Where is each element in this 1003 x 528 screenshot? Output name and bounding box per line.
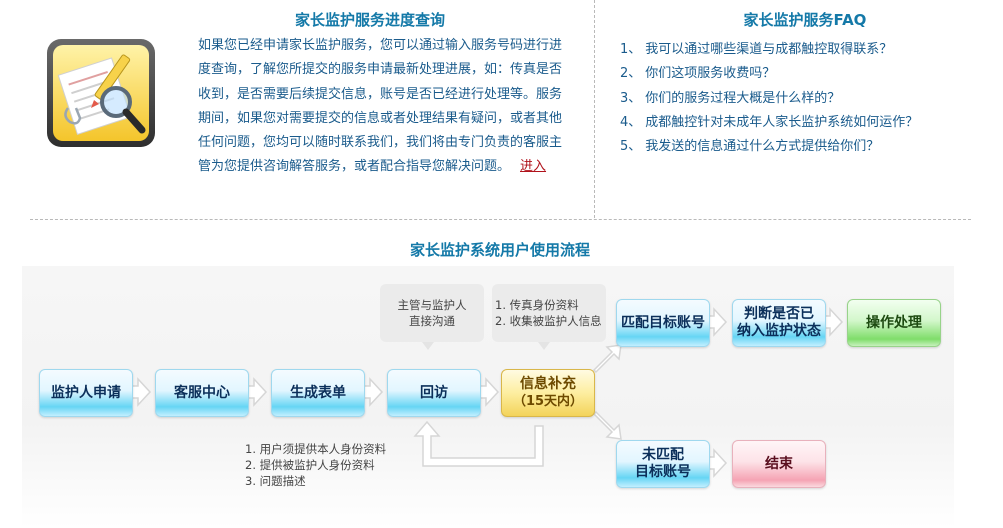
step-match-account-label: 匹配目标账号 <box>621 314 705 331</box>
arrow-icon <box>479 377 500 407</box>
step-end[interactable]: 结束 <box>732 440 826 488</box>
step-generate-form[interactable]: 生成表单 <box>271 369 365 417</box>
step-judge-status-label: 判断是否已 <box>744 306 814 322</box>
communicate-note-line: 直接沟通 <box>409 314 455 328</box>
step-apply-label: 监护人申请 <box>51 384 121 401</box>
faq-item-text: 我可以通过哪些渠道与成都触控取得联系？ <box>645 42 893 57</box>
step-match-account[interactable]: 匹配目标账号 <box>616 299 710 347</box>
step-generate-form-label: 生成表单 <box>290 384 346 401</box>
fax-note-item: 1. 传真身份资料 <box>495 298 579 312</box>
step-end-label: 结束 <box>765 455 793 472</box>
requirements-note: 1. 用户须提供本人身份资料 2. 提供被监护人身份资料 3. 问题描述 <box>245 441 386 489</box>
fax-note-item: 2. 收集被监护人信息 <box>495 314 602 328</box>
step-operate-label: 操作处理 <box>866 314 922 331</box>
faq-item[interactable]: 1、我可以通过哪些渠道与成都触控取得联系？ <box>620 38 918 62</box>
requirements-note-item: 1. 用户须提供本人身份资料 <box>245 442 387 456</box>
step-no-match-label: 未匹配 <box>642 447 684 463</box>
step-no-match-label: 目标账号 <box>635 464 691 480</box>
communicate-note: 主管与监护人直接沟通 <box>380 284 484 342</box>
arrow-icon <box>592 344 622 374</box>
top-section: 家长监护服务进度查询 如果您已经申请家长监护服务，您可以通过输入服务号码进行进度… <box>0 0 1003 222</box>
step-supplement-label: 信息补充 <box>520 376 576 392</box>
faq-item-text: 你们这项服务收费吗？ <box>645 66 776 82</box>
step-no-match[interactable]: 未匹配目标账号 <box>616 440 710 488</box>
arrow-icon <box>823 307 844 337</box>
flow-title: 家长监护系统用户使用流程 <box>409 241 590 259</box>
arrow-icon <box>592 410 622 440</box>
step-judge-status[interactable]: 判断是否已纳入监护状态 <box>732 299 826 347</box>
faq-list: 1、我可以通过哪些渠道与成都触控取得联系？ 2、你们这项服务收费吗？ 3、你们的… <box>620 38 918 159</box>
flow-diagram: 主管与监护人直接沟通 1. 传真身份资料 2. 收集被监护人信息 监护人申请 客… <box>22 266 954 528</box>
faq-item-text: 你们的服务过程大概是什么样的？ <box>645 90 841 106</box>
step-visit-label: 回访 <box>420 384 448 401</box>
faq-title: 家长监护服务FAQ <box>743 11 867 29</box>
faq-panel: 家长监护服务FAQ 1、我可以通过哪些渠道与成都触控取得联系？ 2、你们这项服务… <box>600 0 1003 220</box>
step-supplement[interactable]: 信息补充 （15天内） <box>501 369 595 417</box>
faq-item-text: 我发送的信息通过什么方式提供给你们？ <box>645 139 880 155</box>
callout-pointer <box>422 342 434 350</box>
magnifier-pen-document-icon <box>47 39 155 147</box>
arrow-icon <box>707 307 728 337</box>
faq-item-number: 5、 <box>620 139 642 155</box>
faq-item[interactable]: 5、我发送的信息通过什么方式提供给你们？ <box>620 135 918 159</box>
step-apply[interactable]: 监护人申请 <box>39 369 133 417</box>
faq-item[interactable]: 2、你们这项服务收费吗？ <box>620 62 918 86</box>
step-service-center[interactable]: 客服中心 <box>155 369 249 417</box>
progress-intro: 如果您已经申请家长监护服务，您可以通过输入服务号码进行进度查询，了解您所提交的服… <box>198 34 568 180</box>
step-judge-status-label: 纳入监护状态 <box>737 323 821 339</box>
faq-item-number: 2、 <box>620 66 642 82</box>
step-operate[interactable]: 操作处理 <box>847 299 941 347</box>
arrow-icon <box>707 448 728 478</box>
faq-item-number: 1、 <box>620 42 642 57</box>
step-service-center-label: 客服中心 <box>174 384 230 401</box>
return-loop-icon <box>413 420 544 467</box>
step-visit[interactable]: 回访 <box>387 369 481 417</box>
callout-pointer <box>538 342 550 350</box>
step-supplement-sublabel: （15天内） <box>512 394 584 409</box>
faq-item-number: 4、 <box>620 114 642 130</box>
arrow-icon <box>131 377 152 407</box>
progress-title: 家长监护服务进度查询 <box>294 11 445 29</box>
communicate-note-line: 主管与监护人 <box>397 298 467 312</box>
horizontal-divider <box>30 219 971 220</box>
progress-panel: 家长监护服务进度查询 如果您已经申请家长监护服务，您可以通过输入服务号码进行进度… <box>20 0 590 222</box>
vertical-divider <box>594 0 595 218</box>
progress-intro-text: 如果您已经申请家长监护服务，您可以通过输入服务号码进行进度查询，了解您所提交的服… <box>198 38 563 175</box>
enter-link[interactable]: 进入 <box>520 159 547 175</box>
flow-connectors <box>131 307 844 478</box>
faq-item-text: 成都触控针对未成年人家长监护系统如何运作？ <box>645 114 919 130</box>
requirements-note-item: 2. 提供被监护人身份资料 <box>245 458 375 472</box>
arrow-icon <box>363 377 384 407</box>
requirements-note-item: 3. 问题描述 <box>245 474 306 488</box>
arrow-icon <box>247 377 268 407</box>
faq-item[interactable]: 4、成都触控针对未成年人家长监护系统如何运作？ <box>620 111 918 135</box>
faq-item-number: 3、 <box>620 90 642 106</box>
faq-item[interactable]: 3、你们的服务过程大概是什么样的？ <box>620 87 918 111</box>
fax-note: 1. 传真身份资料 2. 收集被监护人信息 <box>492 284 606 342</box>
